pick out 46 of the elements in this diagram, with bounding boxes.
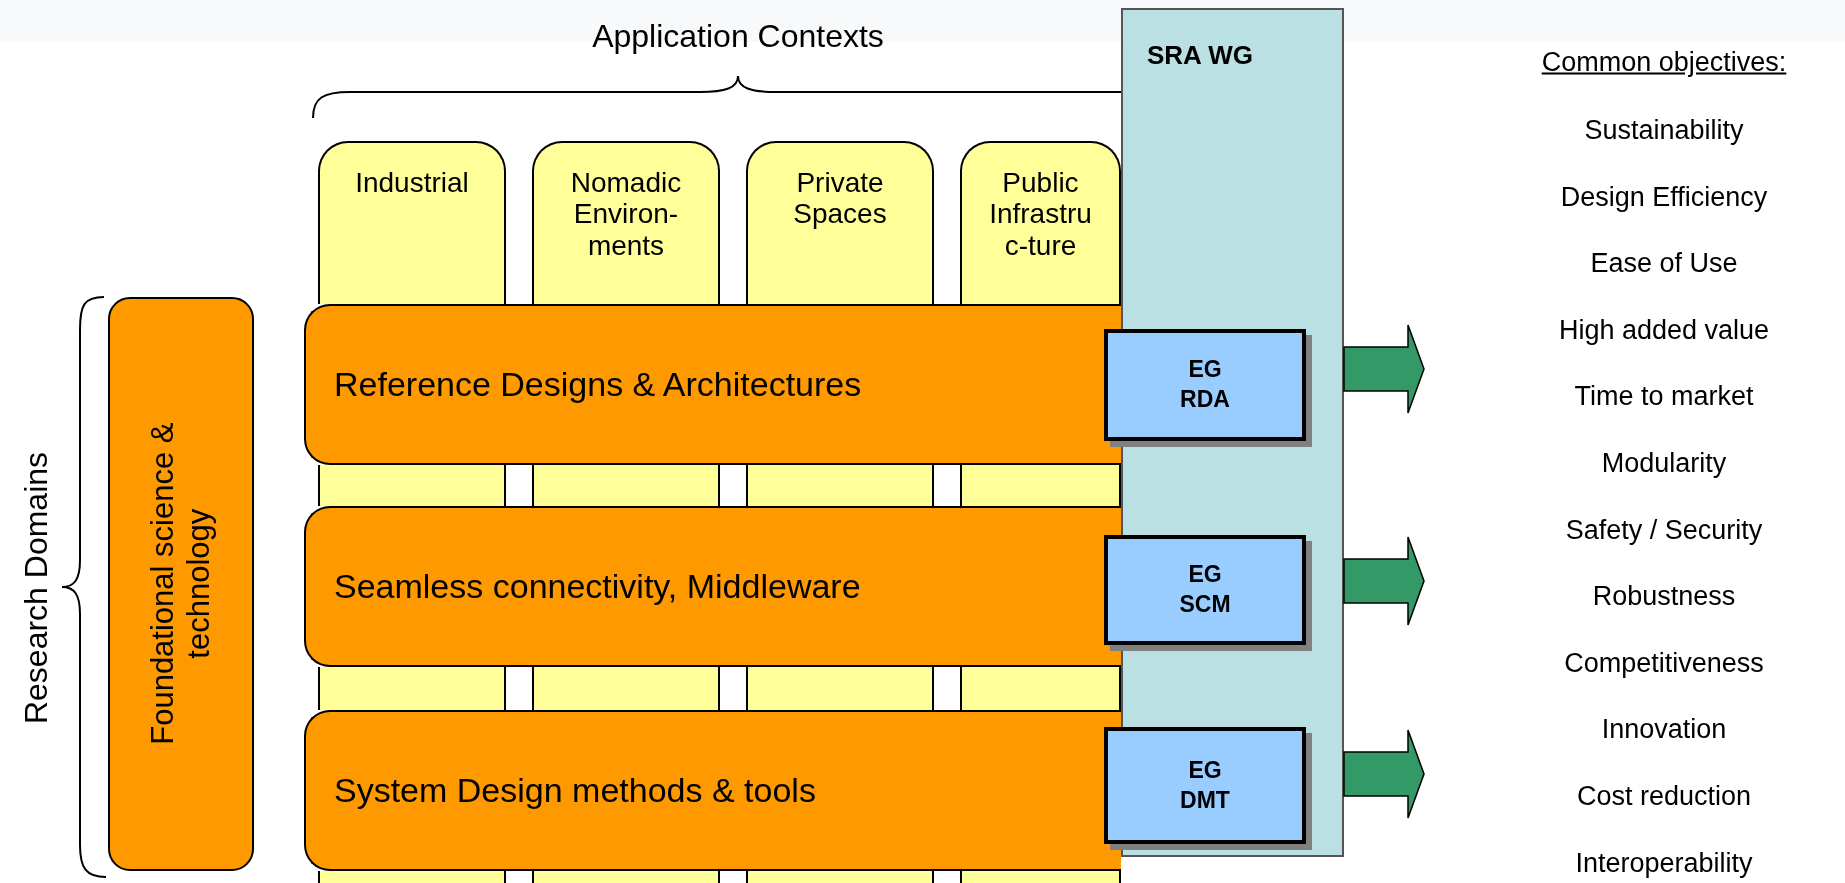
column-segment <box>532 667 720 710</box>
objective-item: Modularity <box>1601 447 1727 479</box>
domain-band <box>304 304 1121 465</box>
objective-item: Cost reduction <box>1576 780 1752 812</box>
context-column <box>532 141 720 304</box>
band-label: System Design methods & tools <box>334 771 816 810</box>
axis-label: Research Domains <box>17 451 55 725</box>
column-label: Private Spaces <box>792 167 888 232</box>
objective-item: Safety / Security <box>1565 514 1763 546</box>
column-label: Industrial <box>354 167 470 200</box>
foundation-bar <box>108 297 254 871</box>
box-label: EG SCM <box>1178 560 1232 619</box>
block-arrow <box>1343 536 1425 626</box>
box-label: EG RDA <box>1179 355 1231 414</box>
objective-item: Robustness <box>1592 580 1736 612</box>
objective-item: Ease of Use <box>1590 247 1738 279</box>
objective-item: Competitiveness <box>1564 647 1764 679</box>
column-segment <box>960 667 1121 710</box>
band-label: Reference Designs & Architectures <box>334 365 862 404</box>
objective-item: Innovation <box>1601 713 1727 745</box>
column-label: Public Infrastru c-ture <box>988 167 1093 263</box>
context-column <box>960 141 1121 304</box>
group-heading: Application Contexts <box>592 17 884 55</box>
panel-title: SRA WG <box>1147 40 1253 71</box>
objective-item: Time to market <box>1574 380 1754 412</box>
objective-item: High added value <box>1558 314 1770 346</box>
objective-item: Sustainability <box>1584 114 1744 146</box>
column-label: Nomadic Environ- ments <box>569 167 683 263</box>
bar-label: Foundational science & technology <box>145 421 217 748</box>
box-label: EG DMT <box>1179 755 1231 815</box>
block-arrow <box>1343 324 1425 414</box>
context-column <box>318 141 506 304</box>
objective-item: Interoperability <box>1575 847 1753 879</box>
column-segment <box>532 465 720 506</box>
domain-band <box>304 710 1121 871</box>
column-segment <box>746 667 934 710</box>
column-segment <box>318 667 506 710</box>
column-segment <box>318 465 506 506</box>
objective-item: Design Efficiency <box>1560 181 1768 213</box>
list-heading: Common objectives: <box>1541 46 1787 78</box>
column-segment <box>746 465 934 506</box>
context-column <box>746 141 934 304</box>
column-segment <box>960 465 1121 506</box>
block-arrow <box>1343 729 1425 819</box>
band-label: Seamless connectivity, Middleware <box>334 567 861 606</box>
domain-band <box>304 506 1121 667</box>
